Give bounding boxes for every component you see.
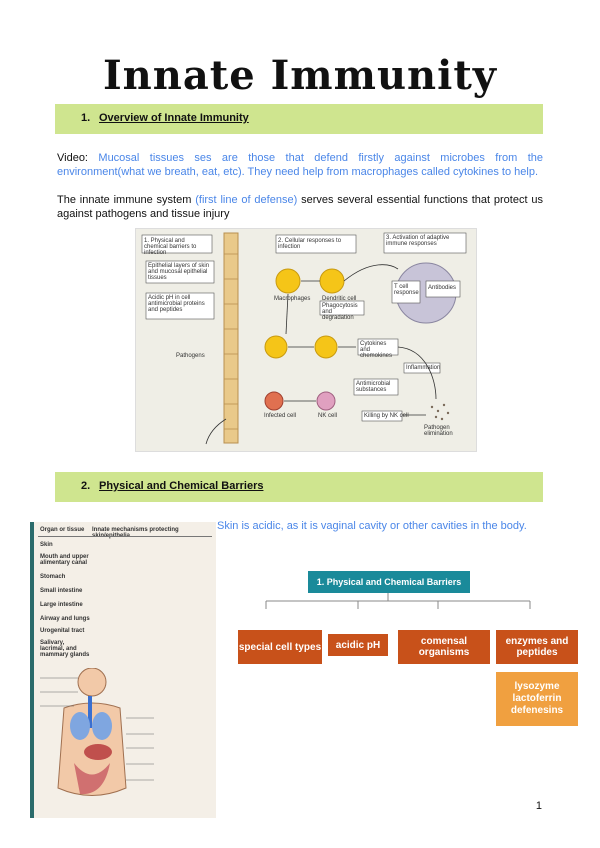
fig2-row: Airway and lungs: [40, 616, 90, 622]
section-2-title: Physical and Chemical Barriers: [99, 480, 264, 492]
fig1-label-antibodies: Antibodies: [428, 285, 457, 291]
fig2-row: Stomach: [40, 574, 66, 580]
innate-response-illustration: [141, 232, 467, 445]
fig1-panel3: 3. Activation of adaptive immune respons…: [386, 235, 450, 247]
fig1-label-inflammation: Inflammation: [406, 365, 441, 371]
barriers-table-figure: Organ or tissue Innate mechanisms protec…: [30, 522, 216, 818]
video-text: Mucosal tissues ses are those that defen…: [57, 152, 543, 178]
innate-text-end: serves several essential functions that …: [57, 194, 543, 220]
enzyme-lactoferrin: lactoferrin: [512, 693, 562, 704]
fig2-divider: [38, 536, 212, 537]
skin-note: Skin is acidic, as it is vaginal cavity …: [217, 520, 527, 532]
fig2-row: Small intestine: [40, 588, 83, 594]
fig2-text-lines: [94, 542, 102, 652]
fig1-label-nk-killing: Killing by NK cell: [364, 413, 409, 419]
section-1-heading: 1. Overview of Innate Immunity: [55, 104, 543, 134]
fig1-label-macrophages: Macrophages: [274, 296, 311, 302]
page-title: Innate Immunity: [102, 52, 498, 99]
section-2-heading: 2. Physical and Chemical Barriers: [55, 472, 543, 502]
innate-text-start: The innate immune system: [57, 194, 196, 206]
fig2-header-right: Innate mechanisms protecting skin/epithe…: [92, 527, 179, 539]
diagram-root: 1. Physical and Chemical Barriers: [308, 571, 470, 593]
diagram-node-comensal: comensal organisms: [398, 630, 490, 664]
fig2-row: Mouth and upper alimentary canal: [40, 554, 89, 566]
fig2-row: Salivary, lacrimal, and mammary glands: [40, 640, 90, 658]
innate-paragraph: The innate immune system (first line of …: [57, 193, 543, 221]
fig2-row: Urogenital tract: [40, 628, 85, 634]
enzyme-lysozyme: lysozyme: [514, 681, 560, 692]
video-paragraph: Video: Mucosal tissues ses are those tha…: [57, 151, 543, 179]
fig1-label-dendritic: Dendritic cell: [322, 296, 357, 302]
fig2-row: Skin: [40, 542, 53, 548]
fig1-label-epithelial: Epithelial layers of skin and mucosal ep…: [148, 263, 210, 281]
fig2-header-left: Organ or tissue: [40, 527, 85, 533]
fig1-label-nk: NK cell: [318, 413, 338, 419]
fig1-panel2: 2. Cellular responses to infection: [278, 238, 342, 250]
diagram-node-special-cells: special cell types: [238, 630, 322, 664]
innate-highlight: (first line of defense): [195, 194, 298, 206]
fig1-label-antimicrobial: Antimicrobial substances: [356, 381, 391, 393]
fig1-label-phagocytosis: Phagocytosis and degradation: [322, 303, 358, 321]
diagram-node-enzymes: enzymes and peptides: [496, 630, 578, 664]
fig1-label-acidic: Acidic pH in cell antimicrobial proteins…: [148, 295, 205, 313]
fig1-label-infected: Infected cell: [264, 413, 297, 419]
page-number: 1: [535, 800, 542, 812]
body-anatomy-illustration: [40, 668, 154, 796]
enzyme-defenesins: defenesins: [510, 705, 564, 716]
fig1-label-tcell: T cell response: [394, 284, 419, 296]
fig1-label-cytokines: Cytokines and chemokines: [360, 341, 393, 359]
innate-response-figure: 1. Physical and chemical barriers to inf…: [135, 228, 477, 452]
video-label: Video:: [57, 152, 88, 164]
section-1-title: Overview of Innate Immunity: [99, 112, 249, 124]
diagram-node-enzymes-list: lysozyme lactoferrin defenesins: [496, 672, 578, 726]
fig1-label-pathogens: Pathogens: [176, 353, 205, 359]
section-1-number: 1.: [81, 112, 91, 124]
fig1-label-elimination: Pathogen elimination: [424, 425, 453, 437]
diagram-connectors: [265, 593, 531, 609]
section-2-number: 2.: [81, 480, 91, 492]
fig2-row: Large intestine: [40, 602, 83, 608]
fig1-panel1: 1. Physical and chemical barriers to inf…: [144, 238, 197, 256]
diagram-node-acidic-ph: acidic pH: [328, 634, 388, 656]
